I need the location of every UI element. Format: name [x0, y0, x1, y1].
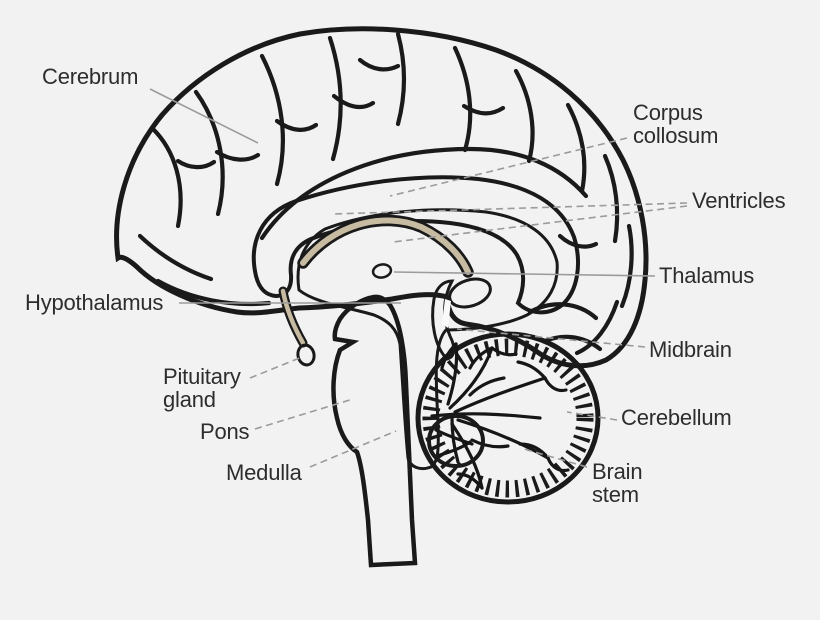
leader-cerebellum	[566, 411, 618, 421]
cerebellum-inner-lobe	[427, 414, 485, 468]
leader-thalamus	[393, 271, 656, 277]
label-hypothalamus: Hypothalamus	[25, 290, 164, 315]
pituitary-stalk-fill	[280, 288, 306, 346]
leader-ventricles-1	[332, 202, 688, 215]
leader-medulla	[309, 430, 397, 468]
midbrain-ribbon-gap	[442, 299, 451, 328]
leader-cerebrum	[149, 88, 259, 144]
label-ventricles: Ventricles	[692, 188, 786, 213]
cerebellum-rim-folds	[422, 338, 594, 498]
tectum-shape	[448, 277, 492, 309]
label-midbrain: Midbrain	[649, 337, 732, 362]
cerebrum-shape	[114, 26, 649, 369]
leader-pituitary	[249, 356, 303, 379]
leader-ventricles-2	[392, 205, 688, 243]
cerebellum-shape	[415, 331, 601, 505]
label-cerebrum: Cerebrum	[42, 64, 139, 89]
corpus-callosum-shape	[251, 175, 580, 315]
label-medulla: Medulla	[226, 460, 302, 485]
cerebellum-body	[415, 331, 601, 505]
brainstem-shape	[331, 294, 418, 568]
leader-corpus-collosum	[389, 137, 628, 197]
leader-pons	[254, 398, 354, 430]
fornix-shape-fill	[300, 217, 471, 275]
thalamus-oval	[371, 263, 393, 279]
label-cerebellum: Cerebellum	[621, 405, 732, 430]
cerebellum-inner-lobe-folds	[434, 416, 474, 464]
pituitary-bulb	[296, 343, 316, 367]
ventricles-shape	[296, 208, 559, 471]
leader-midbrain	[456, 328, 646, 348]
label-pons: Pons	[200, 419, 250, 444]
label-thalamus: Thalamus	[659, 263, 754, 288]
leader-lines	[149, 88, 688, 468]
